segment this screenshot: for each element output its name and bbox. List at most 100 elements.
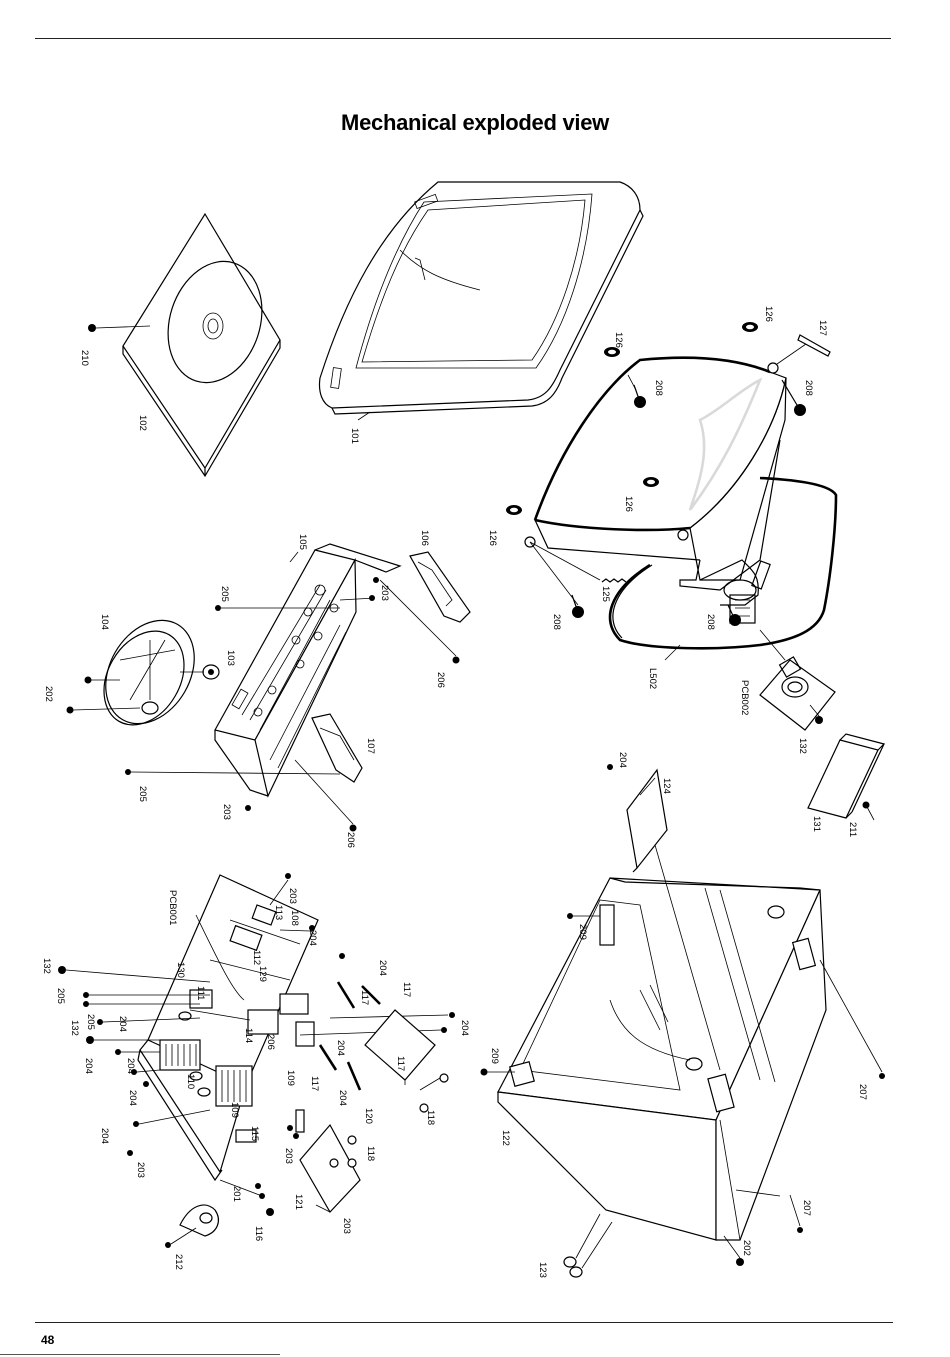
part-pcb002: [759, 629, 836, 731]
label-208-c: 208: [551, 614, 562, 630]
label-210: 210: [79, 350, 90, 366]
label-126-d: 126: [487, 530, 498, 546]
label-115: 115: [249, 1126, 260, 1141]
label-207-b: 207: [801, 1200, 812, 1216]
label-205-a: 205: [219, 586, 230, 602]
label-102: 102: [137, 415, 148, 431]
part-105-frame: [125, 543, 402, 811]
label-104: 104: [99, 614, 110, 630]
leader-lines-pcb001: [58, 873, 455, 1248]
label-129: 129: [257, 966, 268, 982]
label-203-a: 203: [379, 585, 390, 601]
part-106-bracket: [379, 551, 471, 664]
label-212: 212: [173, 1254, 184, 1270]
label-204-f: 204: [335, 1040, 346, 1056]
label-203-f: 203: [341, 1218, 352, 1234]
label-pcb001: PCB001: [167, 890, 178, 925]
part-107-bracket: [294, 713, 363, 832]
part-122-cabinet: [480, 844, 885, 1278]
label-208-d: 208: [705, 614, 716, 630]
label-204-h: 204: [125, 1058, 136, 1074]
label-204-e: 204: [83, 1058, 94, 1074]
label-205-b: 205: [137, 786, 148, 802]
part-121-board: [299, 1123, 361, 1214]
label-211: 211: [847, 822, 858, 837]
label-204-g: 204: [459, 1020, 470, 1036]
label-106: 106: [419, 530, 430, 546]
part-131-cover: [807, 704, 886, 821]
label-205-c: 205: [55, 988, 66, 1004]
label-132-a: 132: [797, 738, 808, 754]
label-209-a: 209: [577, 924, 588, 940]
label-127: 127: [817, 320, 828, 336]
top-rule: [35, 38, 891, 39]
part-124-sheet: [607, 764, 668, 873]
label-109-b: 109: [229, 1102, 240, 1118]
label-117-c: 117: [395, 1056, 406, 1071]
label-204-b: 204: [307, 930, 318, 946]
label-204-i: 204: [127, 1090, 138, 1106]
label-111: 111: [195, 986, 206, 1000]
bottom-rule: [35, 1322, 893, 1323]
label-203-e: 203: [135, 1162, 146, 1178]
label-pcb002: PCB002: [739, 680, 750, 715]
label-204-k: 204: [337, 1090, 348, 1106]
label-112: 112: [251, 950, 262, 965]
part-102-plate: [88, 212, 281, 478]
label-121: 121: [293, 1194, 304, 1210]
label-131: 131: [811, 816, 822, 832]
label-202-a: 202: [43, 686, 54, 702]
label-130: 130: [175, 962, 186, 978]
label-101: 101: [349, 428, 360, 444]
label-208-b: 208: [803, 380, 814, 396]
label-132-b: 132: [41, 958, 52, 974]
label-117-a: 117: [359, 990, 370, 1005]
label-126-c: 126: [623, 496, 634, 512]
page-number: 48: [41, 1333, 55, 1347]
label-117-d: 117: [309, 1076, 320, 1091]
label-108: 108: [289, 910, 300, 926]
label-204-d: 204: [117, 1016, 128, 1032]
label-122: 122: [500, 1130, 511, 1146]
label-124: 124: [661, 778, 672, 794]
label-206-a: 206: [435, 672, 446, 688]
label-125: 125: [600, 586, 611, 602]
part-101-bezel: [318, 181, 644, 421]
label-202-b: 202: [741, 1240, 752, 1256]
label-209-b: 209: [489, 1048, 500, 1064]
label-208-a: 208: [653, 380, 664, 396]
label-132-c: 132: [69, 1020, 80, 1036]
label-103: 103: [225, 650, 236, 666]
label-l502: L502: [647, 668, 658, 689]
label-120: 120: [363, 1108, 374, 1124]
label-118-a: 118: [365, 1146, 376, 1161]
label-204-j: 204: [99, 1128, 110, 1144]
part-104-wheel: [66, 619, 220, 726]
page-title: Mechanical exploded view: [341, 110, 609, 135]
label-207-a: 207: [857, 1084, 868, 1100]
label-105: 105: [297, 534, 308, 550]
label-126-b: 126: [763, 306, 774, 322]
label-203-d: 203: [283, 1148, 294, 1164]
label-126-a: 126: [613, 332, 624, 348]
label-113: 113: [273, 905, 284, 920]
label-203-b: 203: [221, 804, 232, 820]
label-118-b: 118: [425, 1110, 436, 1125]
part-pcb001-board: [137, 874, 319, 1182]
label-116: 116: [253, 1226, 264, 1241]
label-205-d: 205: [85, 1014, 96, 1030]
label-123: 123: [537, 1262, 548, 1278]
bottom-edge-rule: [0, 1354, 280, 1355]
label-204-a: 204: [617, 752, 628, 768]
label-204-c: 204: [377, 960, 388, 976]
label-203-c: 203: [287, 888, 298, 904]
label-117-b: 117: [401, 982, 412, 997]
label-206-c: 206: [265, 1034, 276, 1050]
part-120-board: [364, 1009, 449, 1113]
label-107: 107: [365, 738, 376, 754]
label-201: 201: [231, 1186, 242, 1202]
label-206-b: 206: [345, 832, 356, 848]
label-114: 114: [243, 1028, 254, 1043]
label-110: 110: [185, 1074, 196, 1089]
